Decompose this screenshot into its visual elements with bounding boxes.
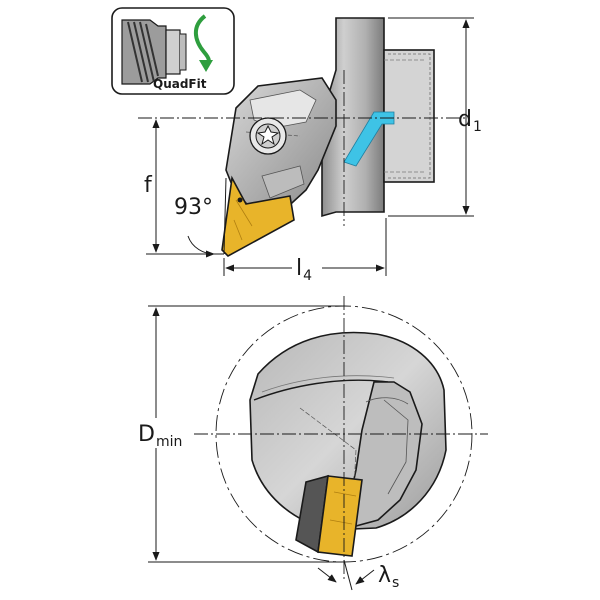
coolant-channel [343,111,395,167]
svg-text:Dmin: Dmin [138,422,182,450]
quadfit-badge: QuadFit [111,7,235,95]
front-view [215,305,473,563]
dim-lambda-s: λs [317,559,399,591]
dim-l4: l4 [223,218,387,284]
dmin-label: D [138,422,155,447]
side-view [221,17,435,257]
svg-text:λs: λs [378,563,399,591]
insert-front [317,475,363,557]
lambda-s-subscript: s [392,575,399,591]
quadfit-coupling-icon [121,19,187,85]
dim-angle: 93° [174,177,227,258]
svg-text:d1: d1 [458,107,482,135]
quadfit-label: QuadFit [153,77,207,91]
l4-label: l [296,256,302,281]
lambda-s-label: λ [378,563,391,588]
dim-f: f [144,119,224,255]
clamp-screw-icon [249,117,287,155]
dim-dmin: Dmin [134,305,342,563]
d1-subscript: 1 [473,119,482,135]
svg-text:l4: l4 [296,256,312,284]
l4-subscript: 4 [303,268,312,284]
d1-label: d [458,107,472,132]
dmin-subscript: min [156,434,182,450]
f-label: f [144,173,153,198]
dim-d1: d1 [388,17,482,217]
angle-label: 93° [174,195,213,220]
rotate-arrow-icon [193,14,213,72]
